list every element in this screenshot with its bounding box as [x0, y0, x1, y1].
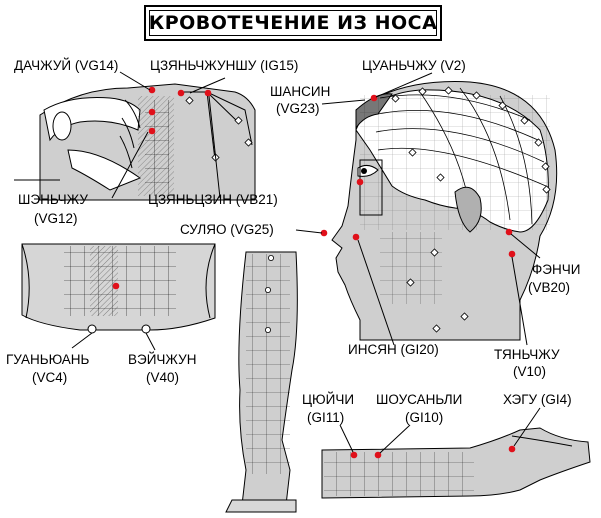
head-figure: [295, 72, 558, 346]
label-yingxiang: ИНСЯН (GI20): [348, 342, 439, 357]
title-box: КРОВОТЕЧЕНИЕ ИЗ НОСА: [144, 5, 442, 41]
label-quchi: ЦЮЙЧИ: [302, 392, 355, 407]
label-shangxing-code: (VG23): [276, 101, 320, 116]
page-title: КРОВОТЕЧЕНИЕ ИЗ НОСА: [148, 12, 438, 34]
label-jianzhongshu: ЦЗЯНЬЧЖУНШУ (IG15): [150, 58, 299, 73]
leg-figure: [225, 251, 298, 513]
label-quchi-code: (GI11): [307, 410, 345, 425]
label-hegu: ХЭГУ (GI4): [503, 392, 572, 407]
label-shousanli-code: (GI10): [405, 410, 444, 425]
label-suliao: СУЛЯО (VG25): [180, 222, 274, 237]
forearm-figure: [321, 407, 591, 499]
label-fengchi-code: (VB20): [528, 280, 571, 295]
label-shousanli: ШОУСАНЬЛИ: [376, 392, 463, 407]
label-fengchi: ФЭНЧИ: [532, 262, 581, 277]
label-tianzhu-code: (V10): [513, 364, 547, 379]
label-shangxing: ШАНСИН: [270, 84, 331, 99]
label-shenzhu: ШЭНЬЧЖУ: [18, 192, 88, 207]
label-weizhong: ВЭЙЧЖУН: [128, 352, 197, 367]
abdomen-figure: [21, 243, 216, 351]
back-figure: [14, 71, 256, 201]
label-weizhong-code: (V40): [146, 370, 180, 385]
label-dazhui: ДАЧЖУЙ (VG14): [14, 58, 119, 73]
label-shenzhu-code: (VG12): [34, 211, 78, 226]
label-jianjing: ЦЗЯНЬЦЗИН (VB21): [148, 192, 278, 207]
label-guanyuan: ГУАНЬЮАНЬ: [6, 352, 90, 367]
title-inner-frame: КРОВОТЕЧЕНИЕ ИЗ НОСА: [149, 10, 437, 36]
label-tianzhu: ТЯНЬЧЖУ: [494, 347, 560, 362]
label-guanyuan-code: (VC4): [32, 370, 68, 385]
label-quanzhu: ЦУАНЬЧЖУ (V2): [362, 58, 466, 73]
